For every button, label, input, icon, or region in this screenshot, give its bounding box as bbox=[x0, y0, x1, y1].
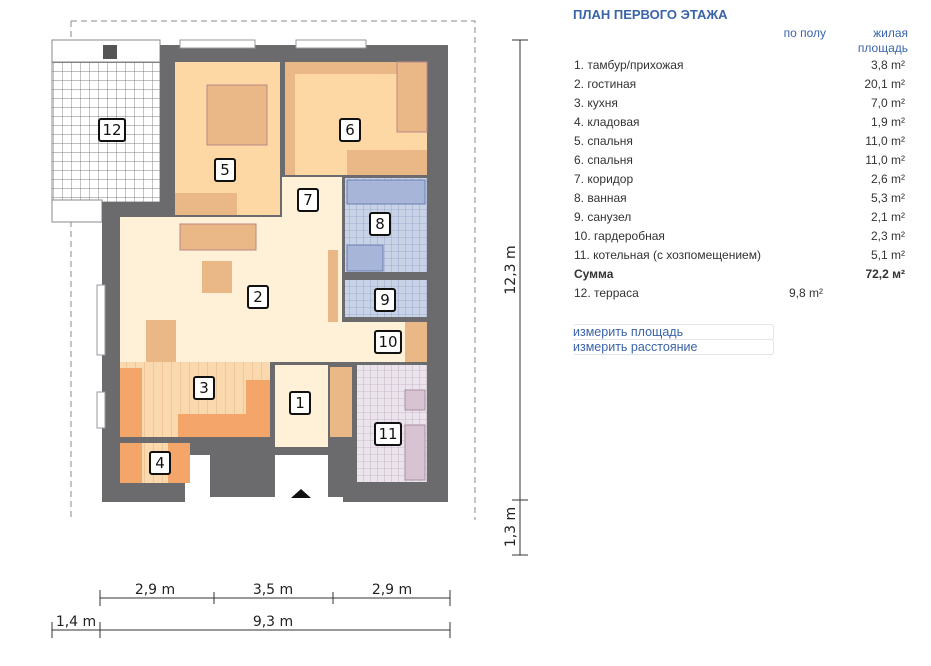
room-name: 8. ванная bbox=[574, 191, 627, 205]
measure-area-link[interactable]: измерить площадь bbox=[573, 324, 774, 340]
room-number: 5 bbox=[220, 161, 230, 179]
room-number: 12 bbox=[102, 121, 121, 139]
room-name: 4. кладовая bbox=[574, 115, 640, 129]
room-row: 10. гардеробная 2,3 m² bbox=[573, 227, 905, 246]
living-area: 11,0 m² bbox=[865, 153, 905, 167]
room-number: 11 bbox=[378, 425, 397, 443]
room-label-1: 1 bbox=[289, 391, 311, 415]
room-number: 1 bbox=[295, 394, 305, 412]
room-label-3: 3 bbox=[193, 376, 215, 400]
dimension-lines bbox=[51, 39, 528, 638]
entrance-arrow-icon bbox=[291, 489, 311, 498]
room-row: 12. терраса 9,8 m² bbox=[573, 284, 905, 303]
room-label-12: 12 bbox=[98, 118, 126, 142]
dim-bottom-3: 2,9 m bbox=[372, 582, 412, 598]
room-row: 1. тамбур/прихожая 3,8 m² bbox=[573, 56, 905, 75]
living-area: 2,6 m² bbox=[870, 172, 905, 186]
room-name: 10. гардеробная bbox=[574, 229, 665, 243]
room-name: 3. кухня bbox=[574, 96, 618, 110]
room-number: 6 bbox=[345, 121, 355, 139]
living-area: 2,3 m² bbox=[870, 229, 905, 243]
room-row: 7. коридор 2,6 m² bbox=[573, 170, 905, 189]
header-floor-area: по полу bbox=[783, 26, 826, 40]
living-area: 2,1 m² bbox=[870, 210, 905, 224]
room-row: 6. спальня 11,0 m² bbox=[573, 151, 905, 170]
room-number: 8 bbox=[375, 215, 385, 233]
dim-bottom-total: 9,3 m bbox=[253, 614, 293, 630]
dim-bottom-1: 2,9 m bbox=[135, 582, 175, 598]
room-name: 11. котельная (с хозпомещением) bbox=[574, 248, 761, 262]
living-area: 20,1 m² bbox=[864, 77, 905, 91]
room-label-7: 7 bbox=[297, 188, 319, 212]
room-row: 5. спальня 11,0 m² bbox=[573, 132, 905, 151]
room-label-4: 4 bbox=[149, 451, 171, 475]
dim-right-total: 12,3 m bbox=[503, 245, 519, 294]
room-number: 10 bbox=[378, 333, 397, 351]
living-area: 5,1 m² bbox=[870, 248, 905, 262]
room-row: 11. котельная (с хозпомещением) 5,1 m² bbox=[573, 246, 905, 265]
room-row: 8. ванная 5,3 m² bbox=[573, 189, 905, 208]
panel-title: ПЛАН ПЕРВОГО ЭТАЖА bbox=[573, 7, 728, 22]
room-row: 9. санузел 2,1 m² bbox=[573, 208, 905, 227]
room-label-2: 2 bbox=[247, 285, 269, 309]
measure-distance-link[interactable]: измерить расстояние bbox=[573, 339, 774, 355]
dim-bottom-2: 3,5 m bbox=[253, 582, 293, 598]
room-name: 5. спальня bbox=[574, 134, 633, 148]
room-name: 7. коридор bbox=[574, 172, 634, 186]
living-area: 5,3 m² bbox=[870, 191, 905, 205]
room-row: Сумма 72,2 м² bbox=[573, 265, 905, 284]
room-name: 9. санузел bbox=[574, 210, 632, 224]
dim-bottom-terrace: 1,4 m bbox=[56, 614, 96, 630]
room-number: 3 bbox=[199, 379, 209, 397]
floor-area: 9,8 m² bbox=[788, 286, 823, 300]
room-label-6: 6 bbox=[339, 118, 361, 142]
room-row: 2. гостиная 20,1 m² bbox=[573, 75, 905, 94]
living-area: 1,9 m² bbox=[870, 115, 905, 129]
header-living-area: жилая площадь bbox=[857, 26, 908, 55]
living-area: 7,0 m² bbox=[870, 96, 905, 110]
living-area: 11,0 m² bbox=[865, 134, 905, 148]
room-number: 4 bbox=[155, 454, 165, 472]
room-row: 3. кухня 7,0 m² bbox=[573, 94, 905, 113]
room-label-8: 8 bbox=[369, 212, 391, 236]
room-name: 12. терраса bbox=[574, 286, 639, 300]
room-name: 6. спальня bbox=[574, 153, 633, 167]
room-name: Сумма bbox=[574, 267, 614, 281]
room-name: 2. гостиная bbox=[574, 77, 637, 91]
room-number: 7 bbox=[303, 191, 313, 209]
room-number: 2 bbox=[253, 288, 263, 306]
living-area: 3,8 m² bbox=[870, 58, 905, 72]
room-name: 1. тамбур/прихожая bbox=[574, 58, 684, 72]
room-label-11: 11 bbox=[374, 422, 402, 446]
room-number: 9 bbox=[380, 291, 390, 309]
room-label-9: 9 bbox=[374, 288, 396, 312]
dim-right-porch: 1,3 m bbox=[503, 507, 519, 547]
living-area: 72,2 м² bbox=[865, 267, 905, 281]
room-label-5: 5 bbox=[214, 158, 236, 182]
room-row: 4. кладовая 1,9 m² bbox=[573, 113, 905, 132]
room-label-10: 10 bbox=[374, 330, 402, 354]
